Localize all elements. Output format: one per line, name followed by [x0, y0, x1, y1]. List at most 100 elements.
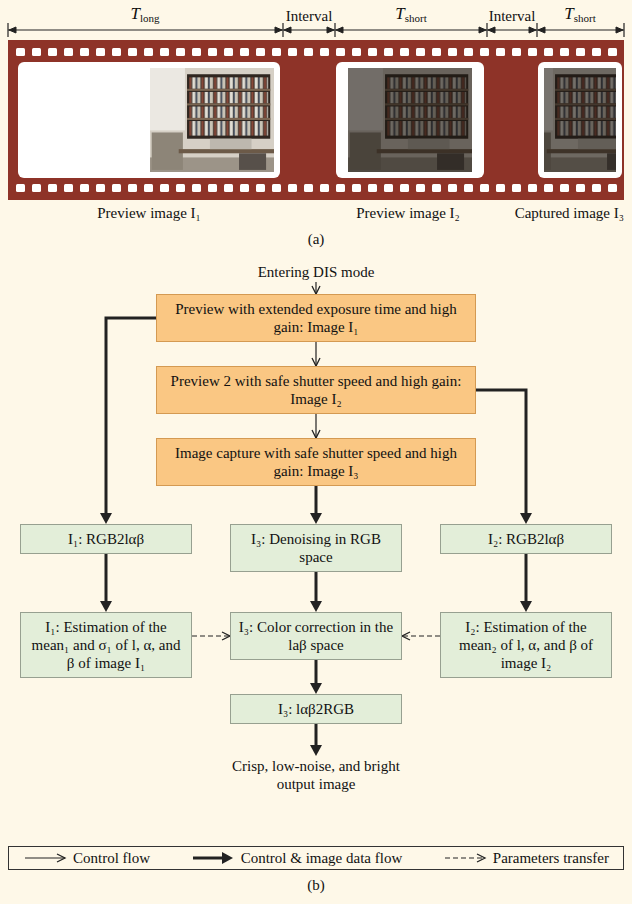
arrow-head	[222, 852, 233, 864]
legend-line-sample	[443, 851, 487, 865]
flow-connector	[192, 632, 230, 640]
flow-connector	[100, 554, 112, 612]
arrow-head	[310, 601, 322, 612]
node-text: Preview 2 with safe shutter speed and hi…	[164, 372, 468, 408]
connector-line	[476, 390, 526, 514]
caption-label: Interval	[489, 7, 536, 25]
legend-text: Control flow	[73, 849, 150, 867]
arrow-head	[100, 513, 112, 524]
arrow-head	[312, 430, 320, 438]
arrow-head	[312, 358, 320, 366]
legend-box: Control flow Control & image data flow Par…	[8, 846, 624, 870]
connector-line	[193, 857, 223, 860]
node-text: I₃: Denoising in RGB space	[238, 530, 394, 566]
process-box: I₃: lαβ2RGB	[230, 694, 402, 724]
legend-line-sample	[191, 851, 235, 865]
node-text: Crisp, low-noise, and bright output imag…	[228, 757, 404, 793]
label-text: Interval	[489, 8, 536, 24]
connector-line	[106, 318, 156, 514]
connector-line	[315, 724, 318, 746]
caption-label: Preview image I₁	[97, 204, 201, 222]
process-box: I₂: RGB2lαβ	[440, 524, 612, 554]
arrow-head	[477, 854, 485, 862]
node-text: I₁: Estimation of the mean₁ and σ₁ of l,…	[28, 618, 184, 672]
room-photo-dark	[516, 68, 632, 172]
arrow-head	[312, 286, 320, 294]
process-box: I₂: Estimation of the mean₂ of l, α, and…	[440, 612, 612, 678]
caption-label: Interval	[286, 7, 333, 25]
room-photo-dark	[346, 68, 475, 172]
label-text: Preview image I₁	[97, 205, 201, 221]
time-symbol: T	[130, 4, 139, 23]
flow-connector	[310, 724, 322, 756]
process-box: I₃: Color correction in the laβ space	[230, 612, 402, 660]
flow-connector	[312, 414, 320, 438]
dimension-label: Tshort	[395, 4, 426, 25]
arrow-head	[310, 745, 322, 756]
film-strip	[8, 40, 624, 200]
time-subscript: long	[140, 12, 160, 24]
capture-step-box: Preview 2 with safe shutter speed and hi…	[156, 366, 476, 414]
node-text: Image capture with safe shutter speed an…	[164, 444, 468, 480]
arrow-head	[310, 513, 322, 524]
connector-line	[525, 554, 528, 602]
node-text: I₂: Estimation of the mean₂ of l, α, and…	[448, 618, 604, 672]
arrow-head	[402, 632, 410, 640]
flow-terminal-text: Entering DIS mode	[216, 262, 416, 282]
node-text: I₃: lαβ2RGB	[238, 700, 394, 718]
room-photo-bright	[148, 68, 277, 172]
connector-line	[402, 635, 440, 636]
label-text: Interval	[286, 8, 333, 24]
flow-connector	[312, 342, 320, 366]
connector-line	[315, 660, 318, 684]
dimension-label: Tshort	[564, 4, 595, 25]
label-text: Preview image I₂	[356, 205, 460, 221]
node-text: I₃: Color correction in the laβ space	[238, 618, 394, 654]
time-subscript: short	[405, 12, 427, 24]
flow-connector	[520, 554, 532, 612]
legend-item: Parameters transfer	[443, 849, 609, 867]
flow-terminal-text: Crisp, low-noise, and bright output imag…	[226, 756, 406, 794]
flow-connector	[310, 572, 322, 612]
legend-text: Control & image data flow	[241, 849, 403, 867]
process-box: I₁: RGB2lαβ	[20, 524, 192, 554]
film-strip-illustration	[0, 0, 632, 230]
dimension-line	[8, 23, 624, 37]
dimension-label: Tlong	[130, 4, 159, 25]
caption-label: (b)	[307, 876, 325, 894]
capture-step-box: Preview with extended exposure time and …	[156, 294, 476, 342]
label-text: Captured image I₃	[515, 205, 624, 221]
legend-text: Parameters transfer	[493, 849, 609, 867]
flow-connector	[310, 486, 322, 524]
legend-line-sample	[23, 851, 67, 865]
connector-line	[445, 857, 485, 858]
legend-item: Control & image data flow	[191, 849, 403, 867]
flow-connector	[310, 660, 322, 694]
connector-line	[192, 635, 230, 636]
arrow-head	[520, 601, 532, 612]
caption-label: Preview image I₂	[356, 204, 460, 222]
capture-step-box: Image capture with safe shutter speed an…	[156, 438, 476, 486]
time-symbol: T	[564, 4, 573, 23]
time-symbol: T	[395, 4, 404, 23]
arrow-head	[310, 683, 322, 694]
connector-line	[315, 342, 316, 366]
connector-line	[315, 414, 316, 438]
arrow-head	[520, 513, 532, 524]
node-text: Entering DIS mode	[218, 263, 414, 281]
flow-connector	[100, 318, 156, 524]
connector-line	[25, 857, 65, 858]
flow-connector	[402, 632, 440, 640]
process-box: I₃: Denoising in RGB space	[230, 524, 402, 572]
time-subscript: short	[574, 12, 596, 24]
process-box: I₁: Estimation of the mean₁ and σ₁ of l,…	[20, 612, 192, 678]
flow-connector	[312, 282, 320, 294]
flow-connector	[476, 390, 532, 524]
node-text: I₁: RGB2lαβ	[28, 530, 184, 548]
connector-line	[315, 486, 318, 514]
caption-label: Captured image I₃	[515, 204, 624, 222]
arrow-head	[100, 601, 112, 612]
label-text: (a)	[308, 231, 325, 247]
caption-label: (a)	[308, 230, 325, 248]
